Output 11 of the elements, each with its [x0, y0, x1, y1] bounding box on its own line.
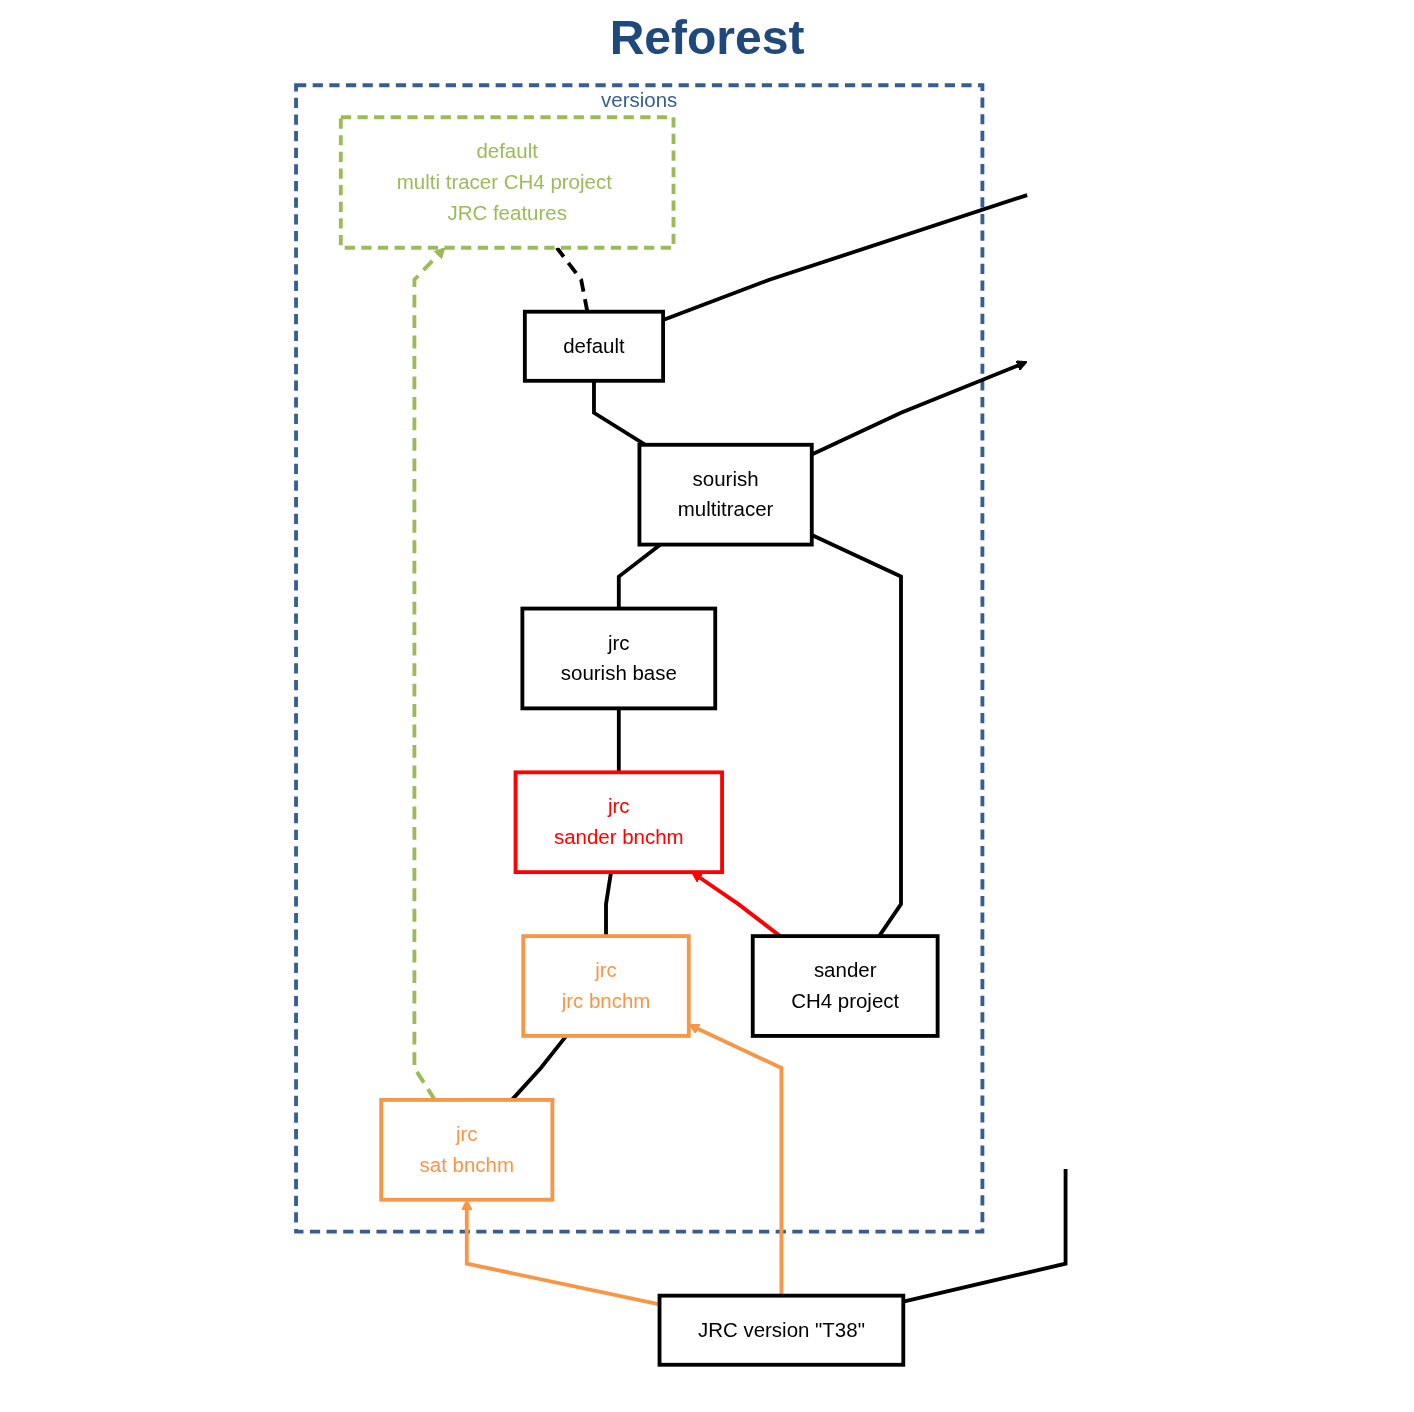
- node-box: jrc jrc bnchm: [521, 934, 691, 1038]
- node-box: sourish multitracer: [637, 442, 814, 547]
- node-box: sander CH4 project: [750, 934, 940, 1038]
- node-box: default: [522, 309, 665, 383]
- node-box: default multi tracer CH4 project JRC features: [338, 115, 676, 250]
- node-box: jrc sander bnchm: [513, 770, 724, 875]
- node-box: jrc sourish base: [520, 606, 718, 711]
- node-box: jrc sat bnchm: [379, 1098, 555, 1202]
- title: Reforest: [608, 10, 806, 65]
- connector: [616, 708, 621, 773]
- node-box: JRC version "T38": [657, 1293, 906, 1367]
